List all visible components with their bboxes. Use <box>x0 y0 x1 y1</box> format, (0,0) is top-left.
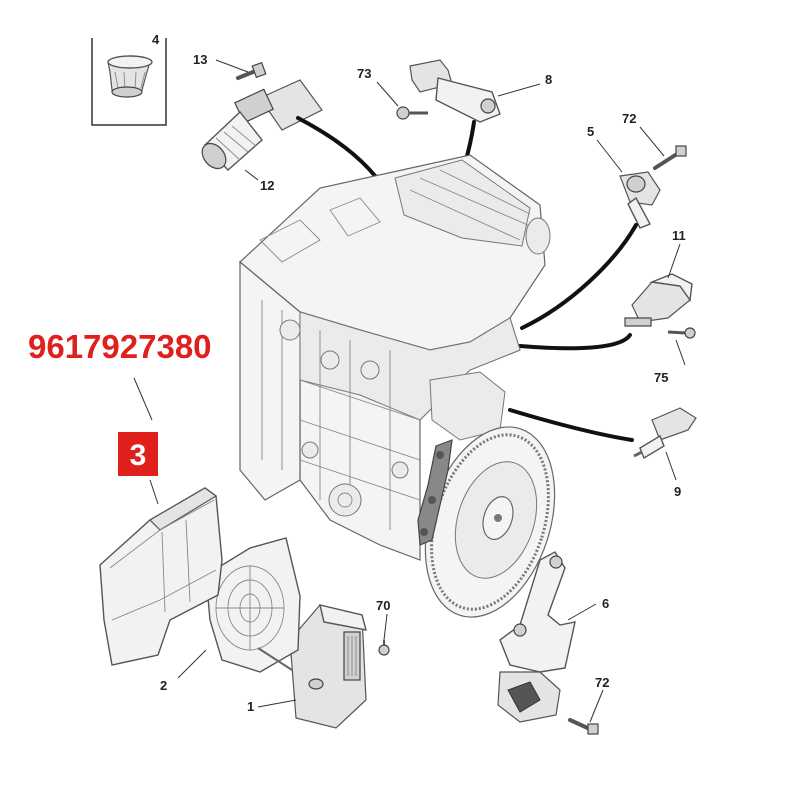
callout-11: 11 <box>672 228 686 243</box>
part-3-cover <box>99 487 223 666</box>
engine-block <box>239 154 551 561</box>
callout-75: 75 <box>654 370 668 385</box>
callout-12: 12 <box>260 178 274 193</box>
crank-bracket <box>417 439 453 546</box>
part-11-sensor <box>624 273 693 327</box>
part-8-sensor <box>409 59 501 123</box>
part-4-inset <box>91 38 167 126</box>
callout-72-top: 72 <box>622 111 636 126</box>
part-72-bolt-top <box>653 145 687 170</box>
callout-8: 8 <box>545 72 552 87</box>
part-2-bracket <box>205 537 301 673</box>
highlight-callout: 3 <box>118 432 158 476</box>
part-12-solenoid <box>201 79 323 171</box>
callout-4: 4 <box>152 32 160 47</box>
callout-70: 70 <box>376 598 390 613</box>
wiring-harness <box>296 116 638 442</box>
callout-6: 6 <box>602 596 609 611</box>
part-5-sensor <box>619 171 661 229</box>
callout-1: 1 <box>247 699 254 714</box>
part-13-bolt <box>236 61 267 80</box>
highlight-callout-number: 3 <box>130 439 147 472</box>
callout-9: 9 <box>674 484 681 499</box>
flywheel <box>424 426 556 618</box>
callout-72-bottom: 72 <box>595 675 609 690</box>
callout-13: 13 <box>193 52 207 67</box>
part-6-bracket <box>497 551 576 723</box>
part-number-label: 9617927380 <box>28 328 212 365</box>
part-72-bolt-bottom <box>568 718 599 735</box>
part-9-sensor <box>633 407 697 460</box>
part-70-screw <box>378 640 390 656</box>
part-73-bolt <box>396 106 428 120</box>
part-1-ecu <box>289 604 367 729</box>
callout-2: 2 <box>160 678 167 693</box>
callout-73: 73 <box>357 66 371 81</box>
callout-5: 5 <box>587 124 594 139</box>
highlight-callout-box <box>118 432 158 476</box>
part-75-bolt <box>667 327 696 339</box>
